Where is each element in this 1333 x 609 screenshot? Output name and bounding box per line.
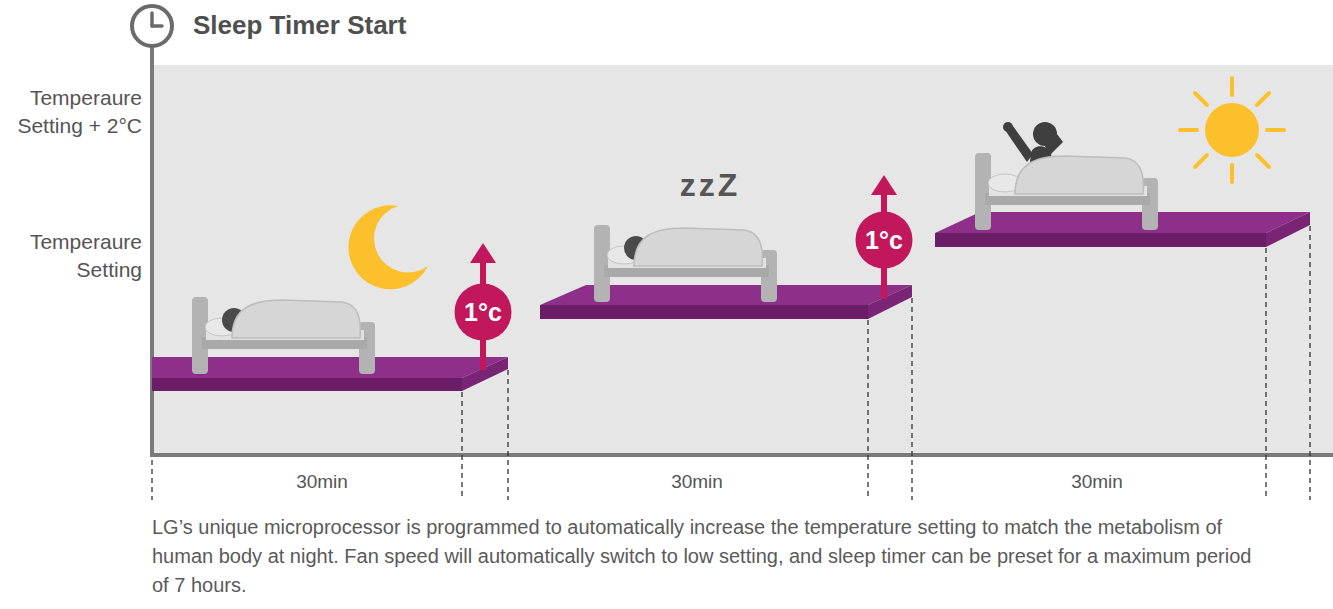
- temperature-step: [935, 212, 1310, 247]
- duration-label: 30min: [252, 469, 392, 495]
- label-wrap: 30min: [627, 469, 767, 495]
- caption: LG’s unique microprocessor is programmed…: [152, 513, 1262, 600]
- waking-bed: [975, 122, 1158, 230]
- diagram-title: Sleep Timer Start: [193, 10, 406, 41]
- clock-icon: [132, 6, 172, 46]
- moon-icon: [348, 205, 428, 289]
- sleep-symbol: zzZ: [660, 164, 760, 207]
- badge-shape: [856, 212, 913, 269]
- duration-label: 30min: [627, 469, 767, 495]
- label-wrap: 30min: [252, 469, 392, 495]
- label-wrap: Temperaure Setting + 2°C: [2, 84, 142, 141]
- sleeping-bed: [192, 297, 375, 374]
- label-wrap: Temperaure Setting: [2, 228, 142, 285]
- time-guides: [152, 226, 1310, 500]
- duration-label: 30min: [1027, 469, 1167, 495]
- temperature-step-badge: 1°c: [855, 211, 913, 269]
- badge-text: 1°c: [865, 226, 903, 255]
- x-axis: [150, 453, 1333, 457]
- temperature-step-badge: 1°c: [454, 283, 512, 341]
- badge-shape: [455, 284, 512, 341]
- label-wrap: 30min: [1027, 469, 1167, 495]
- y-axis: [150, 47, 154, 455]
- caption-wrap: LG’s unique microprocessor is programmed…: [152, 513, 1262, 600]
- sun-icon: [1180, 78, 1284, 182]
- badge-text: 1°c: [464, 298, 502, 327]
- title-wrap: Sleep Timer Start: [193, 10, 406, 41]
- label-wrap: zzZ: [660, 164, 760, 207]
- chart-ground: [152, 65, 1333, 455]
- axis-label: Temperaure Setting + 2°C: [2, 84, 142, 141]
- sleeping-bed: [594, 225, 777, 302]
- axis-label: Temperaure Setting: [2, 228, 142, 285]
